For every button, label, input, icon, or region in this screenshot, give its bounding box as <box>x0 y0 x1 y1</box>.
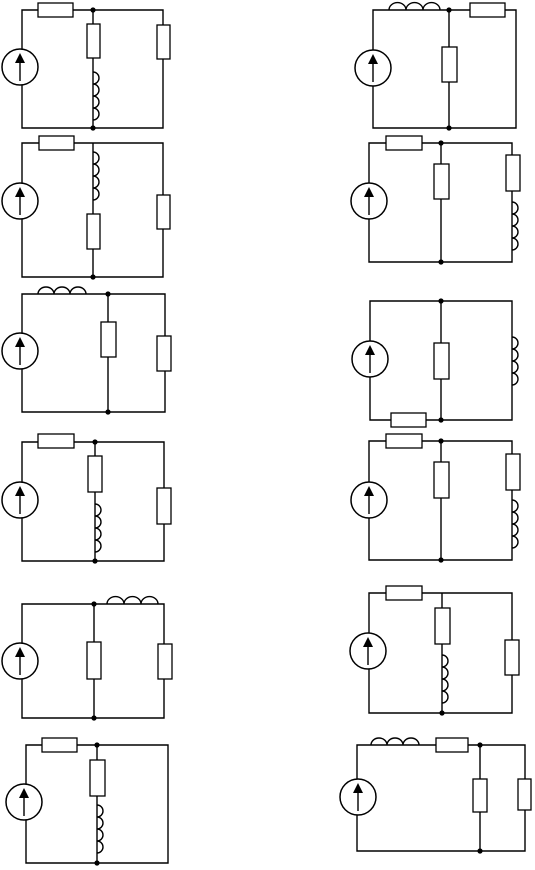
inductor <box>511 336 519 386</box>
junction-node <box>92 439 98 445</box>
resistor <box>385 433 423 449</box>
junction-node <box>91 601 97 607</box>
current-source <box>350 481 388 519</box>
junction-node <box>90 125 96 131</box>
current-source <box>1 332 39 370</box>
junction-node <box>446 7 452 13</box>
resistor <box>89 759 106 797</box>
resistor <box>86 23 101 59</box>
resistor <box>433 461 450 499</box>
resistor <box>385 135 423 151</box>
resistor <box>504 639 520 676</box>
junction-node <box>92 558 98 564</box>
wire <box>21 142 164 278</box>
inductor <box>388 1 441 11</box>
circuit-3 <box>1 286 172 415</box>
inductor <box>94 503 102 553</box>
circuit-11 <box>349 585 520 716</box>
junction-node <box>90 274 96 280</box>
current-source <box>5 783 43 821</box>
wire <box>21 293 166 413</box>
wire <box>368 440 513 561</box>
junction-node <box>91 715 97 721</box>
resistor <box>100 321 117 358</box>
junction-node <box>438 438 444 444</box>
current-source <box>349 632 387 670</box>
inductor <box>511 201 519 251</box>
current-source <box>354 49 392 87</box>
junction-node <box>438 140 444 146</box>
current-source <box>351 340 389 378</box>
current-source <box>1 182 39 220</box>
circuit-8 <box>350 135 521 265</box>
resistor <box>41 737 78 753</box>
resistor <box>390 412 427 428</box>
resistor <box>435 737 469 753</box>
inductor <box>370 737 420 746</box>
resistor <box>156 335 172 372</box>
junction-node <box>477 742 483 748</box>
resistor <box>38 135 75 151</box>
circuit-1 <box>1 2 171 131</box>
resistor <box>433 163 450 200</box>
junction-node <box>438 298 444 304</box>
circuit-7 <box>354 1 517 131</box>
circuit-4 <box>1 433 172 564</box>
junction-node <box>438 417 444 423</box>
junction-node <box>105 291 111 297</box>
resistor <box>472 778 488 813</box>
circuit-12 <box>339 737 532 854</box>
resistor <box>37 433 75 449</box>
junction-node <box>477 848 483 854</box>
circuit-5 <box>1 595 173 721</box>
junction-node <box>438 557 444 563</box>
resistor <box>517 778 532 811</box>
current-source <box>1 48 39 86</box>
resistor <box>385 585 423 601</box>
junction-node <box>446 125 452 131</box>
inductor <box>96 804 104 854</box>
resistor <box>157 643 173 680</box>
current-source <box>1 642 39 680</box>
junction-node <box>94 742 100 748</box>
resistor <box>433 342 450 380</box>
inductor <box>92 151 100 201</box>
circuit-2 <box>1 135 171 280</box>
inductor <box>441 654 449 704</box>
wire <box>356 744 526 852</box>
circuit-9 <box>351 298 519 428</box>
current-source <box>339 778 377 816</box>
resistor <box>434 607 451 645</box>
current-source <box>350 182 388 220</box>
junction-node <box>439 710 445 716</box>
circuit-10 <box>350 433 521 563</box>
junction-node <box>94 860 100 866</box>
resistor <box>505 453 521 491</box>
resistor <box>469 2 506 18</box>
current-source <box>1 481 39 519</box>
resistor <box>441 46 458 83</box>
resistor <box>505 154 521 192</box>
junction-node <box>105 409 111 415</box>
resistor <box>156 487 172 525</box>
resistor <box>37 2 74 18</box>
junction-node <box>438 259 444 265</box>
inductor <box>106 595 159 605</box>
resistor <box>86 213 101 250</box>
inductor <box>92 71 100 121</box>
circuit-6 <box>5 737 169 866</box>
wire <box>368 142 513 263</box>
resistor <box>87 455 103 493</box>
inductor <box>511 499 519 549</box>
resistor <box>156 194 171 230</box>
resistor <box>156 24 171 60</box>
junction-node <box>90 7 96 13</box>
inductor <box>37 286 87 295</box>
resistor <box>86 641 102 680</box>
